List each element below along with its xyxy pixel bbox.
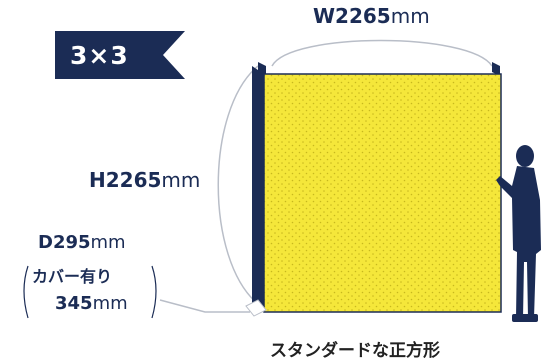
panel-foot — [245, 299, 267, 317]
height-value: H2265 — [89, 168, 162, 192]
depth-value: D295 — [38, 232, 91, 253]
height-unit: mm — [161, 168, 201, 192]
size-badge-label: 3×3 — [70, 40, 129, 70]
width-dimension-arc — [271, 39, 493, 67]
depth-unit: mm — [90, 232, 126, 253]
width-unit: mm — [390, 4, 430, 28]
cover-bracket-left — [23, 265, 29, 319]
panel-texture — [264, 74, 501, 312]
depth-leader-line — [159, 299, 250, 313]
depth-dimension-label: D295mm — [38, 232, 126, 253]
cover-label: カバー有り — [32, 267, 113, 286]
width-dimension-label: W2265mm — [313, 4, 430, 28]
height-dimension-arc — [217, 65, 259, 305]
width-value: W2265 — [313, 4, 391, 28]
person-silhouette-icon — [496, 145, 541, 322]
caption: スタンダードな正方形 — [270, 341, 440, 361]
panel-edge — [263, 73, 502, 313]
cover-dimension-label: 345mm — [55, 293, 128, 314]
size-badge — [55, 31, 185, 79]
cover-value: 345 — [55, 293, 93, 314]
panel-side — [252, 66, 264, 312]
panel-top-right-frame — [492, 62, 500, 76]
cover-unit: mm — [92, 293, 128, 314]
height-dimension-label: H2265mm — [89, 168, 200, 192]
panel-top-left-frame — [258, 62, 266, 76]
cover-bracket-right — [151, 265, 157, 319]
